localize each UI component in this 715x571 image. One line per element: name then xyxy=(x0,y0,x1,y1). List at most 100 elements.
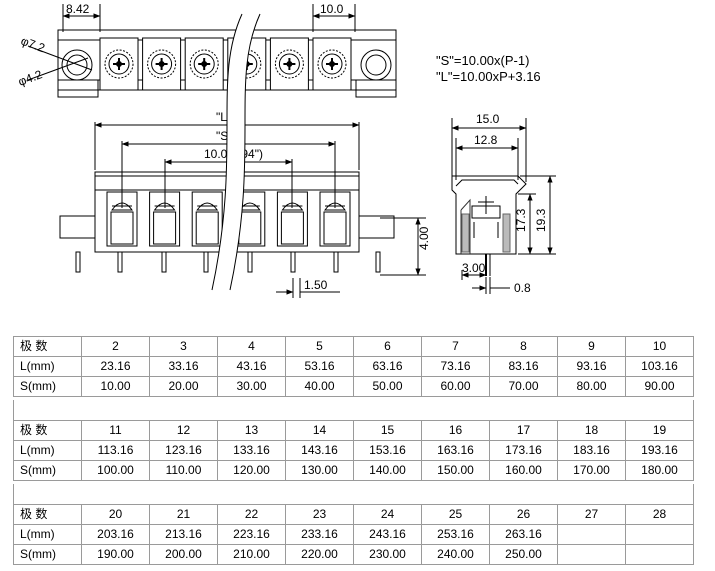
table-cell: 15 xyxy=(353,420,422,441)
table-cell xyxy=(625,544,694,565)
dim-side-inner-width: 12.8 xyxy=(474,133,498,147)
table-cell: 18 xyxy=(557,420,626,441)
table-cell: 26 xyxy=(489,504,558,525)
table-cell: 113.16 xyxy=(81,440,150,461)
wire-entry xyxy=(195,211,219,245)
table-cell: 53.16 xyxy=(285,356,354,377)
front-view xyxy=(59,122,426,298)
table-cell: 16 xyxy=(421,420,490,441)
table-cell: 40.00 xyxy=(285,376,354,397)
table-cell: 183.16 xyxy=(557,440,626,461)
table-cell: 25 xyxy=(421,504,490,525)
top-view xyxy=(27,4,397,98)
table-cell: 90.00 xyxy=(625,376,694,397)
table-row-length: L(mm) 113.16 123.16 133.16 143.16 153.16… xyxy=(13,440,694,461)
table-cell: 80.00 xyxy=(557,376,626,397)
screw-center xyxy=(329,61,335,67)
wire-entry xyxy=(110,211,134,245)
table-cell: 14 xyxy=(285,420,354,441)
table-cell: 28 xyxy=(625,504,694,525)
table-cell: 50.00 xyxy=(353,376,422,397)
table-row-spacing: S(mm) 10.00 20.00 30.00 40.00 50.00 60.0… xyxy=(13,376,694,397)
table-cell: 2 xyxy=(81,336,150,357)
dim-side-height-total: 19.3 xyxy=(534,208,548,232)
table-cell: 70.00 xyxy=(489,376,558,397)
table-cell: 250.00 xyxy=(489,544,558,565)
break-band xyxy=(212,14,260,290)
table-cell: 230.00 xyxy=(353,544,422,565)
table-cell: 8 xyxy=(489,336,558,357)
table-row-length: L(mm) 203.16 213.16 223.16 233.16 243.16… xyxy=(13,524,694,545)
row-label-spacing: S(mm) xyxy=(13,376,82,397)
row-label-poles: 极 数 xyxy=(13,420,82,441)
table-cell: 220.00 xyxy=(285,544,354,565)
table-cell: 233.16 xyxy=(285,524,354,545)
table-cell xyxy=(557,544,626,565)
table-cell: 33.16 xyxy=(149,356,218,377)
front-pins xyxy=(75,251,381,273)
table-cell: 60.00 xyxy=(421,376,490,397)
spec-table-block-3: 极 数 20 21 22 23 24 25 26 27 28 L(mm) 203… xyxy=(13,504,694,565)
table-cell: 11 xyxy=(81,420,150,441)
dim-pin-length: 4.00 xyxy=(417,226,431,250)
table-cell xyxy=(625,524,694,545)
table-cell xyxy=(557,524,626,545)
row-label-length: L(mm) xyxy=(13,440,82,461)
table-cell: 13 xyxy=(217,420,286,441)
dim-side-pin-offset: 3.00 xyxy=(462,261,486,275)
screw-center xyxy=(116,61,122,67)
spec-table-block-1: 极 数 2 3 4 5 6 7 8 9 10 L(mm) 23.16 33.16… xyxy=(13,336,694,397)
table-cell: 133.16 xyxy=(217,440,286,461)
table-cell: 180.00 xyxy=(625,460,694,481)
dim-outer-diameter: φ7.2 xyxy=(19,34,47,56)
pin xyxy=(161,251,167,273)
table-cell: 123.16 xyxy=(149,440,218,461)
screw-center xyxy=(201,61,208,67)
table-row-spacing: S(mm) 190.00 200.00 210.00 220.00 230.00… xyxy=(13,544,694,565)
wire-entry xyxy=(280,211,304,245)
formula-s: "S"=10.00x(P-1) xyxy=(436,53,530,68)
table-spacer xyxy=(13,484,694,504)
table-cell: 3 xyxy=(149,336,218,357)
side-view xyxy=(451,118,556,294)
table-cell: 30.00 xyxy=(217,376,286,397)
pin xyxy=(375,251,381,273)
pin xyxy=(117,251,123,273)
table-cell: 210.00 xyxy=(217,544,286,565)
dim-side-width: 15.0 xyxy=(476,112,500,126)
table-cell: 243.16 xyxy=(353,524,422,545)
table-cell: 63.16 xyxy=(353,356,422,377)
pin xyxy=(290,251,296,273)
table-cell: 190.00 xyxy=(81,544,150,565)
table-cell: 153.16 xyxy=(353,440,422,461)
row-label-length: L(mm) xyxy=(13,356,82,377)
wire-entry xyxy=(153,211,177,245)
table-cell: 20 xyxy=(81,504,150,525)
table-cell: 23.16 xyxy=(81,356,150,377)
table-cell: 253.16 xyxy=(421,524,490,545)
pin xyxy=(75,251,81,273)
wire-entry xyxy=(238,211,262,245)
table-cell: 20.00 xyxy=(149,376,218,397)
front-terminal-cells xyxy=(106,191,351,247)
table-cell: 83.16 xyxy=(489,356,558,377)
table-cell: 213.16 xyxy=(149,524,218,545)
table-cell: 24 xyxy=(353,504,422,525)
screw-center xyxy=(158,61,165,67)
dim-side-height-inner: 17.3 xyxy=(514,208,528,232)
table-cell: 223.16 xyxy=(217,524,286,545)
table-cell: 200.00 xyxy=(149,544,218,565)
table-cell: 100.00 xyxy=(81,460,150,481)
table-cell: 170.00 xyxy=(557,460,626,481)
table-cell: 120.00 xyxy=(217,460,286,481)
table-cell: 27 xyxy=(557,504,626,525)
screw-center xyxy=(286,61,293,67)
table-cell: 10 xyxy=(625,336,694,357)
pin xyxy=(203,251,209,273)
table-cell: 9 xyxy=(557,336,626,357)
table-cell: 240.00 xyxy=(421,544,490,565)
table-row-spacing: S(mm) 100.00 110.00 120.00 130.00 140.00… xyxy=(13,460,694,481)
table-row-poles: 极 数 20 21 22 23 24 25 26 27 28 xyxy=(13,504,694,525)
dim-pin-width: 1.50 xyxy=(304,278,328,292)
table-cell: 5 xyxy=(285,336,354,357)
